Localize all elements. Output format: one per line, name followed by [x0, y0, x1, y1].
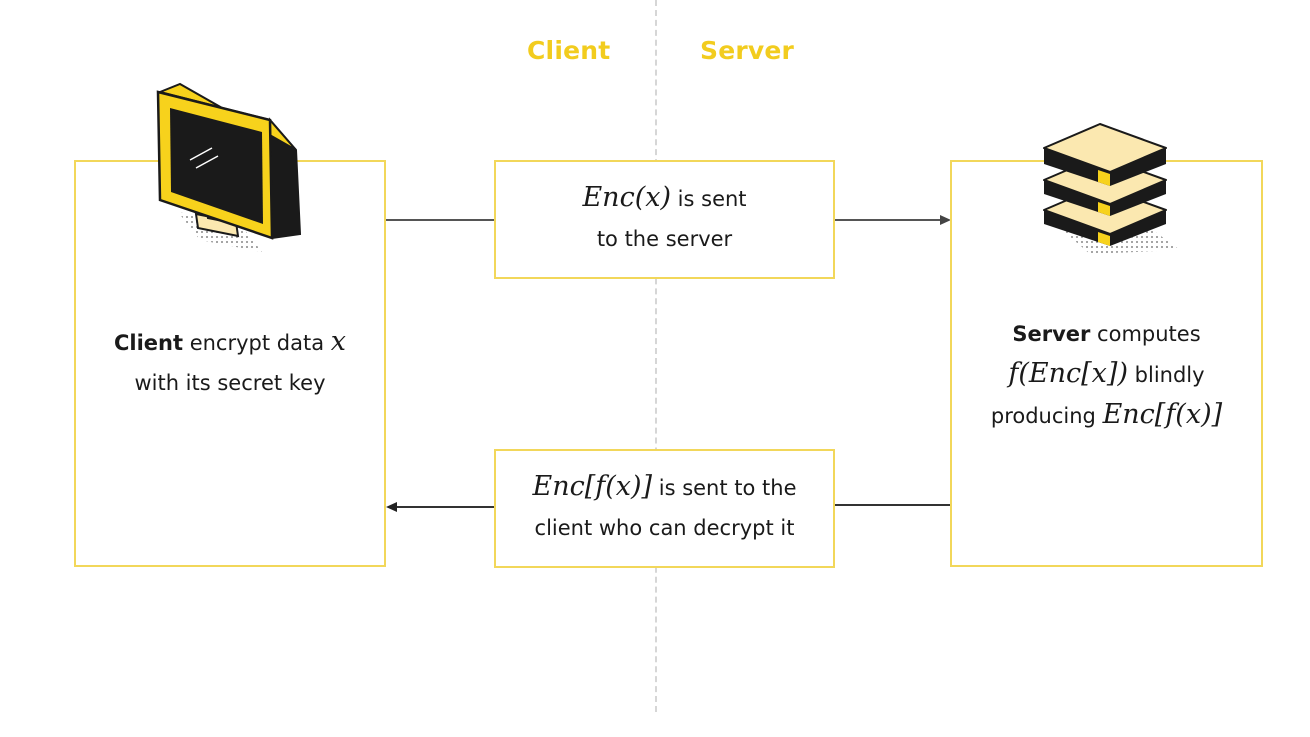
bottom-message-box	[494, 449, 835, 568]
screen-glare-1	[189, 147, 213, 161]
top-message-math-enc-x: Enc(x)	[582, 182, 671, 213]
server-box-line3-text: producing	[990, 404, 1096, 428]
top-message-box	[494, 160, 835, 279]
client-box-title: Client	[113, 331, 184, 355]
bottom-message-line-1: Enc[f(x)] is sent to the	[494, 467, 835, 508]
server-box-math-enc-f-x: Enc[f(x)]	[1102, 399, 1223, 430]
server-box-line-1: Server computes	[950, 314, 1263, 354]
arrow-head-to-client	[386, 502, 397, 512]
server-side-label: Server	[700, 36, 795, 65]
client-server-divider	[655, 0, 657, 712]
server-box-text: Server computes f(Enc[x]) blindly produc…	[950, 314, 1263, 436]
top-message-line-1: Enc(x) is sent	[494, 178, 835, 219]
client-box-line1-text: encrypt data	[189, 331, 325, 355]
arrow-head-to-server	[940, 215, 951, 225]
server-layer-top	[1043, 123, 1167, 186]
server-box-title: Server	[1012, 322, 1091, 346]
bottom-message-math-enc-f-x: Enc[f(x)]	[532, 471, 653, 502]
monitor-screen	[170, 108, 263, 224]
client-side-label: Client	[527, 36, 611, 65]
bottom-message-text: Enc[f(x)] is sent to the client who can …	[494, 467, 835, 548]
screen-glare-2	[195, 155, 219, 169]
bottom-message-line-2: client who can decrypt it	[534, 516, 795, 540]
server-box-line2-text: blindly	[1134, 363, 1205, 387]
server-box-line-3: producing Enc[f(x)]	[950, 395, 1263, 436]
server-box-line1-text: computes	[1097, 322, 1201, 346]
client-box-text: Client encrypt data x with its secret ke…	[74, 322, 386, 403]
bottom-message-line1-text: is sent to the	[658, 476, 797, 500]
server-box-math-f-enc-x: f(Enc[x])	[1008, 358, 1128, 389]
top-message-line-2: to the server	[596, 227, 733, 251]
server-box-line-2: f(Enc[x]) blindly	[950, 354, 1263, 395]
client-box-line-2: with its secret key	[134, 371, 326, 395]
client-box-line-1: Client encrypt data x	[74, 322, 386, 363]
client-box-math-x: x	[330, 326, 347, 357]
top-message-line1-text: is sent	[677, 187, 747, 211]
top-message-text: Enc(x) is sent to the server	[494, 178, 835, 259]
